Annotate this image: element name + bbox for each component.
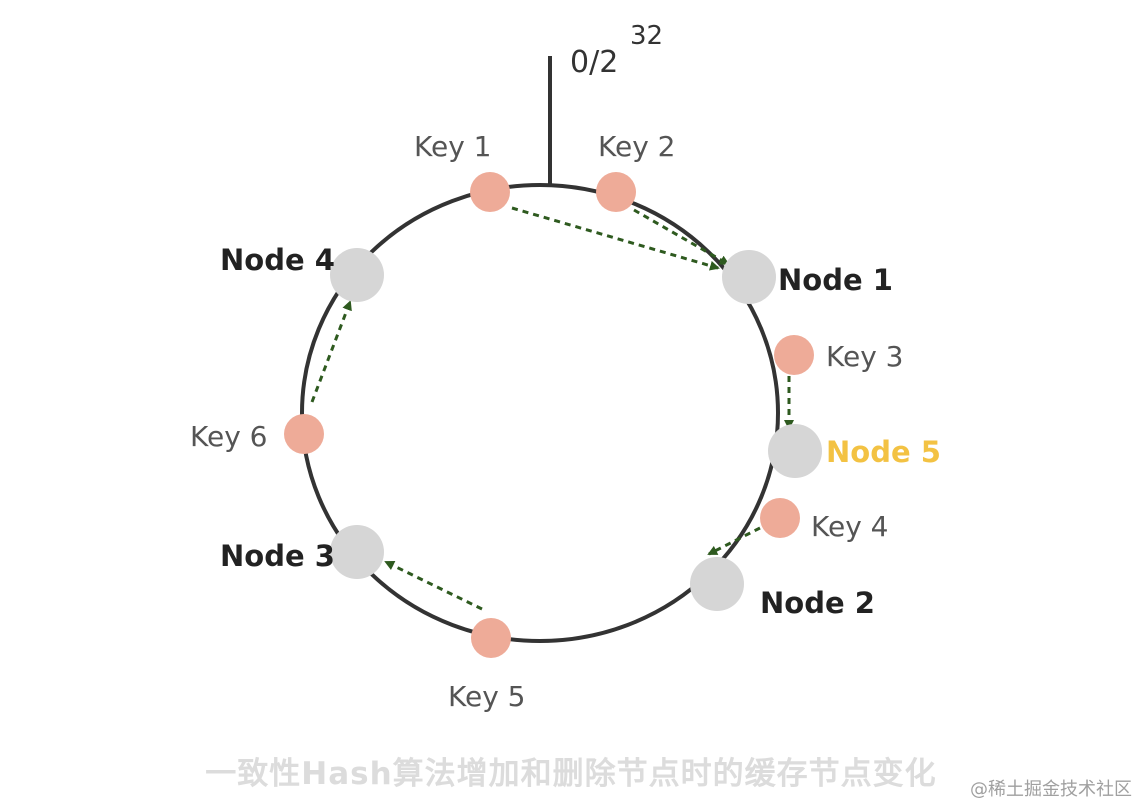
node-4-label: Node 4	[220, 243, 335, 277]
key-5-circle	[471, 618, 511, 658]
node-3-circle	[330, 525, 384, 579]
key-3-label: Key 3	[826, 340, 903, 373]
key-5-label: Key 5	[448, 680, 525, 713]
origin-exponent-label: 32	[630, 21, 663, 51]
node-3-label: Node 3	[220, 539, 335, 573]
node-5-label: Node 5	[826, 435, 941, 469]
node-1-circle	[722, 250, 776, 304]
arrow-key5-to-node3	[384, 560, 483, 611]
arrow-key6-to-node4	[310, 300, 352, 403]
diagram-caption: 一致性Hash算法增加和删除节点时的缓存节点变化	[205, 756, 937, 792]
arrow-key2-to-node1	[633, 208, 730, 266]
key-4-label: Key 4	[811, 510, 888, 543]
key-6-circle	[284, 414, 324, 454]
node-5-circle	[768, 424, 822, 478]
watermark: @稀土掘金技术社区	[970, 779, 1132, 800]
key-6-label: Key 6	[190, 420, 267, 453]
key-1-label: Key 1	[414, 130, 491, 163]
arrow-key1-to-node1	[511, 206, 720, 271]
key-2-label: Key 2	[598, 130, 675, 163]
key-1-circle	[470, 172, 510, 212]
key-2-circle	[596, 172, 636, 212]
node-4-circle	[330, 248, 384, 302]
arrow-key4-to-node2	[707, 526, 761, 556]
hash-ring	[300, 183, 780, 643]
key-4-circle	[760, 498, 800, 538]
node-2-circle	[690, 557, 744, 611]
key-3-circle	[774, 335, 814, 375]
origin-label: 0/2	[570, 45, 618, 80]
node-2-label: Node 2	[760, 586, 875, 620]
node-1-label: Node 1	[778, 263, 893, 297]
